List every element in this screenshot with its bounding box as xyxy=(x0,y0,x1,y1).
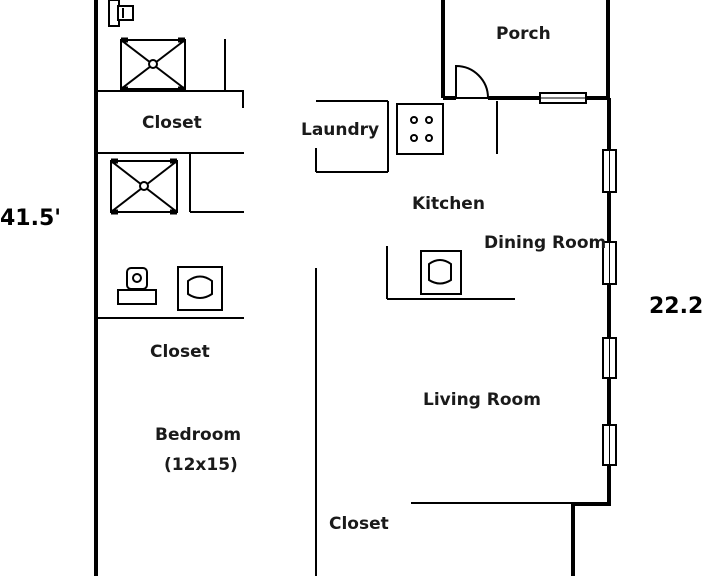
shower-icon xyxy=(110,158,178,215)
shower-icon xyxy=(120,37,186,92)
room-label-porch: Porch xyxy=(496,24,551,44)
door-swing-icon xyxy=(455,64,490,99)
room-label-bedroom-size: (12x15) xyxy=(164,455,238,475)
room-label-bedroom: Bedroom xyxy=(155,425,242,445)
room-label-closet-middle: Closet xyxy=(150,342,210,362)
sink-icon xyxy=(420,250,462,295)
toilet-icon xyxy=(117,267,157,305)
sink-icon xyxy=(177,266,223,311)
room-label-laundry: Laundry xyxy=(301,120,380,140)
room-label-dining-room: Dining Room xyxy=(484,233,607,253)
room-label-kitchen: Kitchen xyxy=(412,194,485,214)
room-label-living-room: Living Room xyxy=(423,390,541,410)
toilet-icon xyxy=(108,0,134,27)
overall-length-label: 41.5' xyxy=(0,206,62,231)
room-label-closet-bottom: Closet xyxy=(329,514,389,534)
stove-icon xyxy=(396,103,444,155)
room-label-closet-top: Closet xyxy=(142,113,202,133)
right-side-length-label: 22.2' xyxy=(649,294,704,319)
